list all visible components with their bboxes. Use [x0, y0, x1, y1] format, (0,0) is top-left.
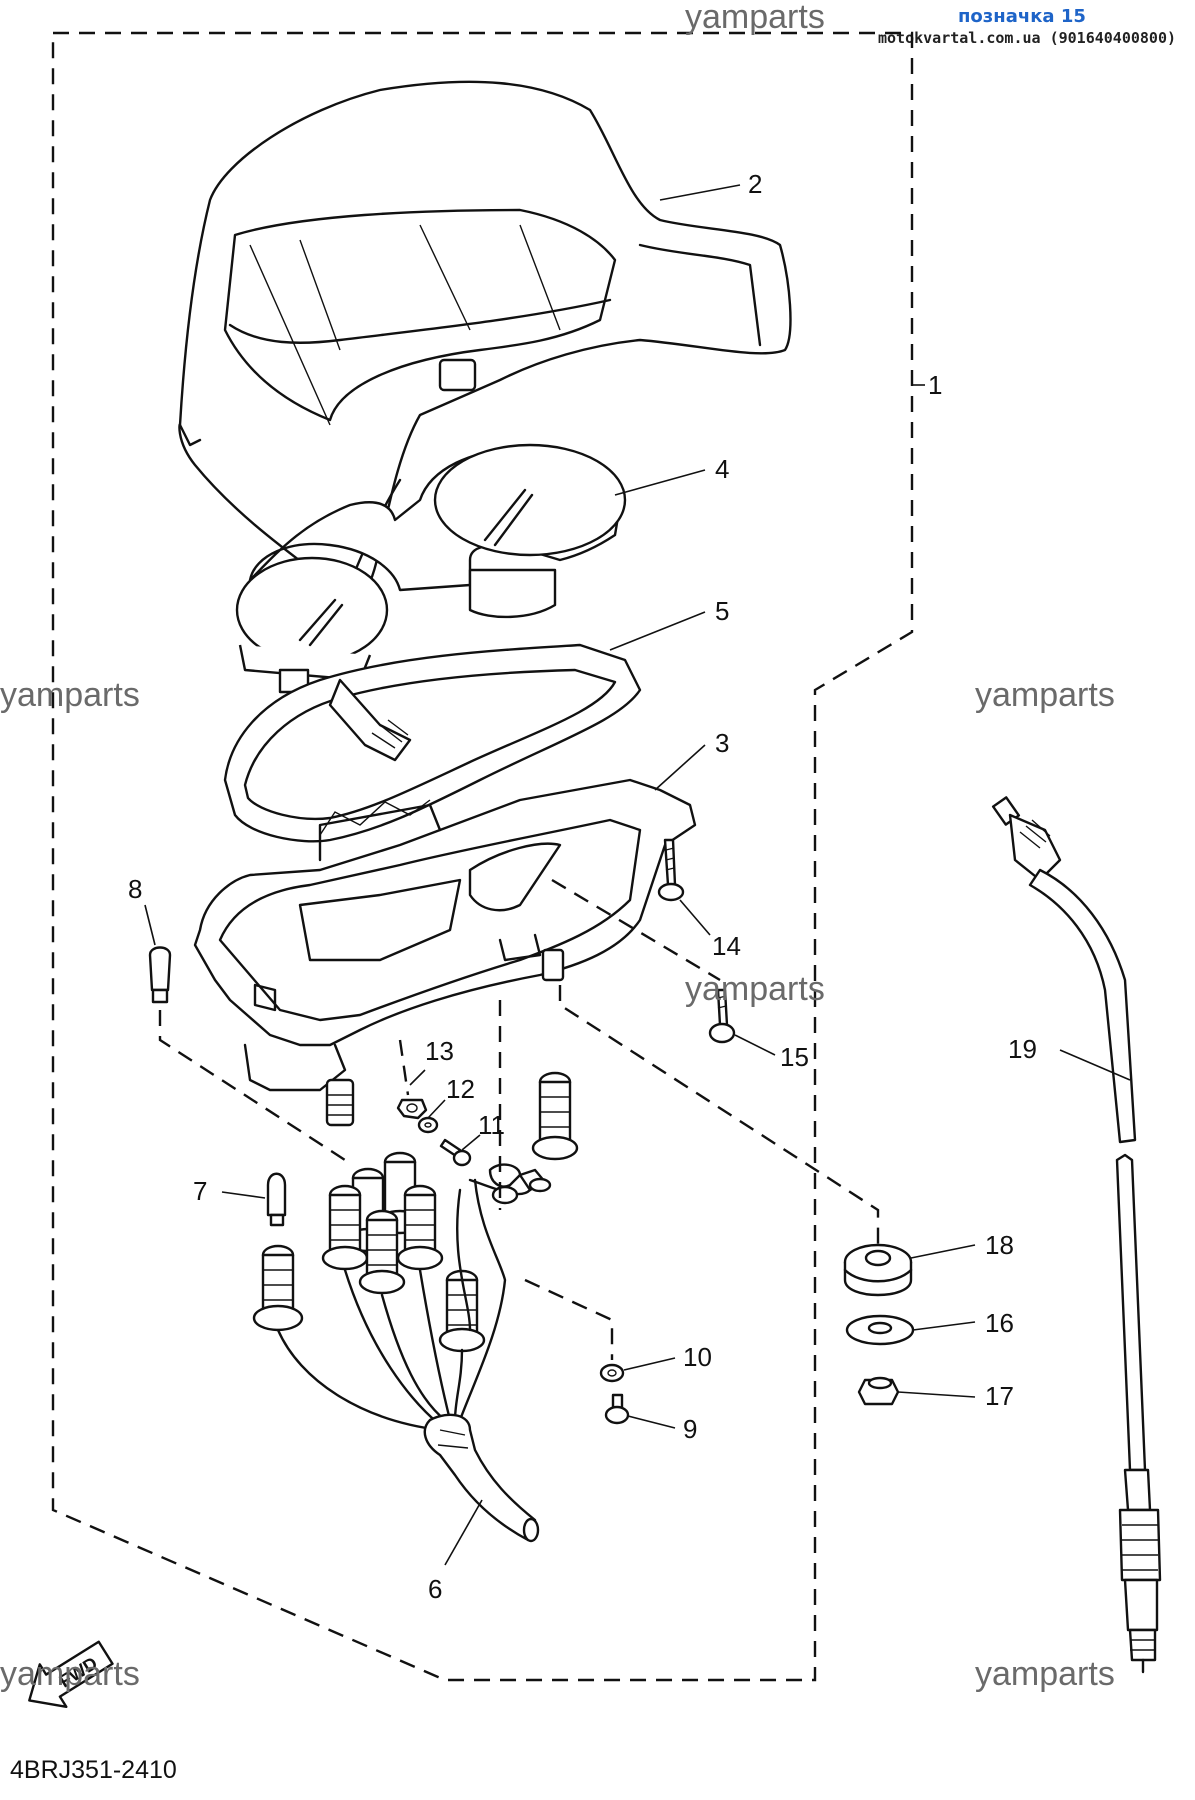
part-label-12: 12 — [446, 1074, 475, 1104]
assembly-boundary — [51, 31, 914, 1682]
leader-lines — [144, 184, 1131, 1566]
nut-13 — [396, 1098, 428, 1120]
source-label: motokvartal.com.ua (901640400800) — [878, 29, 1176, 47]
lock-washer-10 — [599, 1363, 625, 1383]
part-label-7: 7 — [193, 1176, 207, 1206]
bulb-8 — [148, 946, 172, 1004]
washer-16 — [845, 1314, 915, 1346]
diagram-title: позначка 15 — [958, 6, 1086, 27]
part-label-9: 9 — [683, 1414, 697, 1444]
ground-terminals — [488, 1163, 552, 1205]
washer-12 — [417, 1116, 439, 1134]
part-label-19: 19 — [1008, 1034, 1037, 1064]
watermark: yamparts — [0, 676, 140, 714]
socket-group — [252, 1071, 579, 1353]
part-label-14: 14 — [712, 931, 741, 961]
part-label-1: 1 — [928, 370, 942, 400]
part-label-4: 4 — [715, 454, 729, 484]
part-label-8: 8 — [128, 874, 142, 904]
grommet-18 — [843, 1243, 913, 1297]
watermark: yamparts — [975, 676, 1115, 714]
nut-17 — [857, 1376, 900, 1406]
screw-11 — [439, 1138, 472, 1167]
part-label-17: 17 — [985, 1381, 1014, 1411]
fwd-arrow: FWD — [28, 1640, 114, 1708]
part-label-10: 10 — [683, 1342, 712, 1372]
screw-9 — [604, 1393, 630, 1425]
part-number-labels: 2 1 4 5 3 8 14 15 13 12 11 7 10 9 18 16 … — [128, 169, 1037, 1604]
part-label-18: 18 — [985, 1230, 1014, 1260]
bulb-7 — [266, 1172, 287, 1227]
part-label-5: 5 — [715, 596, 729, 626]
part-label-6: 6 — [428, 1574, 442, 1604]
part-label-11: 11 — [478, 1110, 505, 1140]
watermark: yamparts — [685, 0, 825, 36]
screw-14 — [657, 838, 685, 902]
meter-cover — [178, 80, 792, 601]
meter-case — [193, 778, 697, 1092]
alignment-lines — [158, 878, 880, 1360]
watermark: yamparts — [685, 970, 825, 1008]
part-label-16: 16 — [985, 1308, 1014, 1338]
part-label-15: 15 — [780, 1042, 809, 1072]
diagram-code: 4BRJ351-2410 — [10, 1756, 177, 1784]
watermarks: yamparts yamparts yamparts yamparts yamp… — [0, 0, 1115, 1693]
cable-adapter — [328, 678, 412, 762]
part-label-3: 3 — [715, 728, 729, 758]
part-label-2: 2 — [748, 169, 762, 199]
speedometer-cable — [991, 796, 1162, 1674]
meter-panel — [235, 443, 627, 694]
watermark: yamparts — [0, 1655, 140, 1693]
screw-15 — [708, 988, 736, 1044]
case-terminal — [325, 948, 565, 1127]
watermark: yamparts — [975, 1655, 1115, 1693]
wire-harness — [276, 1178, 540, 1543]
part-label-13: 13 — [425, 1036, 454, 1066]
